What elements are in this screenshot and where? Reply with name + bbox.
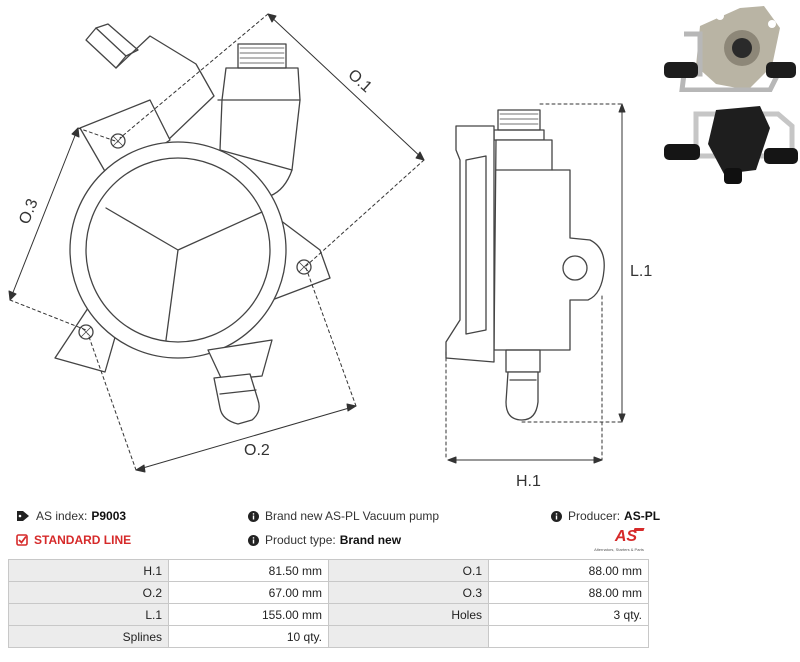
spec-key: O.1 bbox=[328, 559, 489, 582]
spec-value: 81.50 mm bbox=[168, 559, 329, 582]
product-type-label: Product type: bbox=[265, 533, 336, 547]
spec-key: O.2 bbox=[8, 581, 169, 604]
product-type: Product type: Brand new bbox=[248, 533, 401, 547]
spec-value bbox=[488, 625, 649, 648]
technical-drawing: O.1 O.3 O.2 L.1 H.1 bbox=[8, 13, 652, 490]
info-icon bbox=[248, 534, 259, 546]
product-type-value: Brand new bbox=[339, 533, 402, 547]
dim-label-h1: H.1 bbox=[516, 473, 541, 490]
dim-label-o2: O.2 bbox=[244, 442, 270, 459]
standard-line-label: STANDARD LINE bbox=[34, 533, 132, 547]
standard-line: STANDARD LINE bbox=[16, 533, 131, 547]
front-view bbox=[54, 23, 331, 425]
spec-value: 10 qty. bbox=[168, 625, 329, 648]
product-photo-top bbox=[664, 6, 796, 92]
as-index: AS index: P9003 bbox=[16, 509, 126, 523]
producer-value: AS-PL bbox=[624, 509, 661, 523]
spec-key: Holes bbox=[328, 603, 489, 626]
table-row: Splines 10 qty. bbox=[8, 625, 649, 648]
spec-value: 67.00 mm bbox=[168, 581, 329, 604]
description: Brand new AS-PL Vacuum pump bbox=[248, 509, 439, 523]
dim-label-l1: L.1 bbox=[630, 263, 652, 280]
spec-key: L.1 bbox=[8, 603, 169, 626]
description-text: Brand new AS-PL Vacuum pump bbox=[265, 509, 440, 523]
producer: Producer: AS-PL bbox=[551, 509, 660, 523]
spec-key bbox=[328, 625, 489, 648]
spec-key: H.1 bbox=[8, 559, 169, 582]
as-index-label: AS index: bbox=[36, 509, 88, 523]
product-photo-bottom bbox=[664, 106, 798, 184]
producer-label: Producer: bbox=[568, 509, 621, 523]
spec-value: 3 qty. bbox=[488, 603, 649, 626]
tag-icon bbox=[16, 510, 30, 522]
side-dimensions bbox=[445, 103, 626, 464]
spec-value: 155.00 mm bbox=[168, 603, 329, 626]
dim-label-o3: O.3 bbox=[16, 196, 41, 226]
dim-label-o1: O.1 bbox=[344, 66, 375, 96]
checkbox-icon bbox=[16, 534, 28, 546]
as-logo-text: AS bbox=[614, 528, 638, 545]
table-row: O.2 67.00 mm O.3 88.00 mm bbox=[8, 581, 649, 604]
as-logo-tagline: Alternators, Starters & Parts bbox=[594, 547, 644, 552]
info-icon bbox=[551, 510, 562, 522]
spec-value: 88.00 mm bbox=[488, 581, 649, 604]
front-dimensions bbox=[8, 13, 425, 473]
info-icon bbox=[248, 510, 259, 522]
as-logo: AS Alternators, Starters & Parts bbox=[594, 528, 645, 552]
spec-value: 88.00 mm bbox=[488, 559, 649, 582]
table-row: L.1 155.00 mm Holes 3 qty. bbox=[8, 603, 649, 626]
side-view bbox=[445, 109, 605, 421]
as-index-value: P9003 bbox=[91, 509, 127, 523]
specs-table: H.1 81.50 mm O.1 88.00 mm O.2 67.00 mm O… bbox=[8, 559, 649, 648]
spec-key: O.3 bbox=[328, 581, 489, 604]
table-row: H.1 81.50 mm O.1 88.00 mm bbox=[8, 559, 649, 582]
spec-key: Splines bbox=[8, 625, 169, 648]
